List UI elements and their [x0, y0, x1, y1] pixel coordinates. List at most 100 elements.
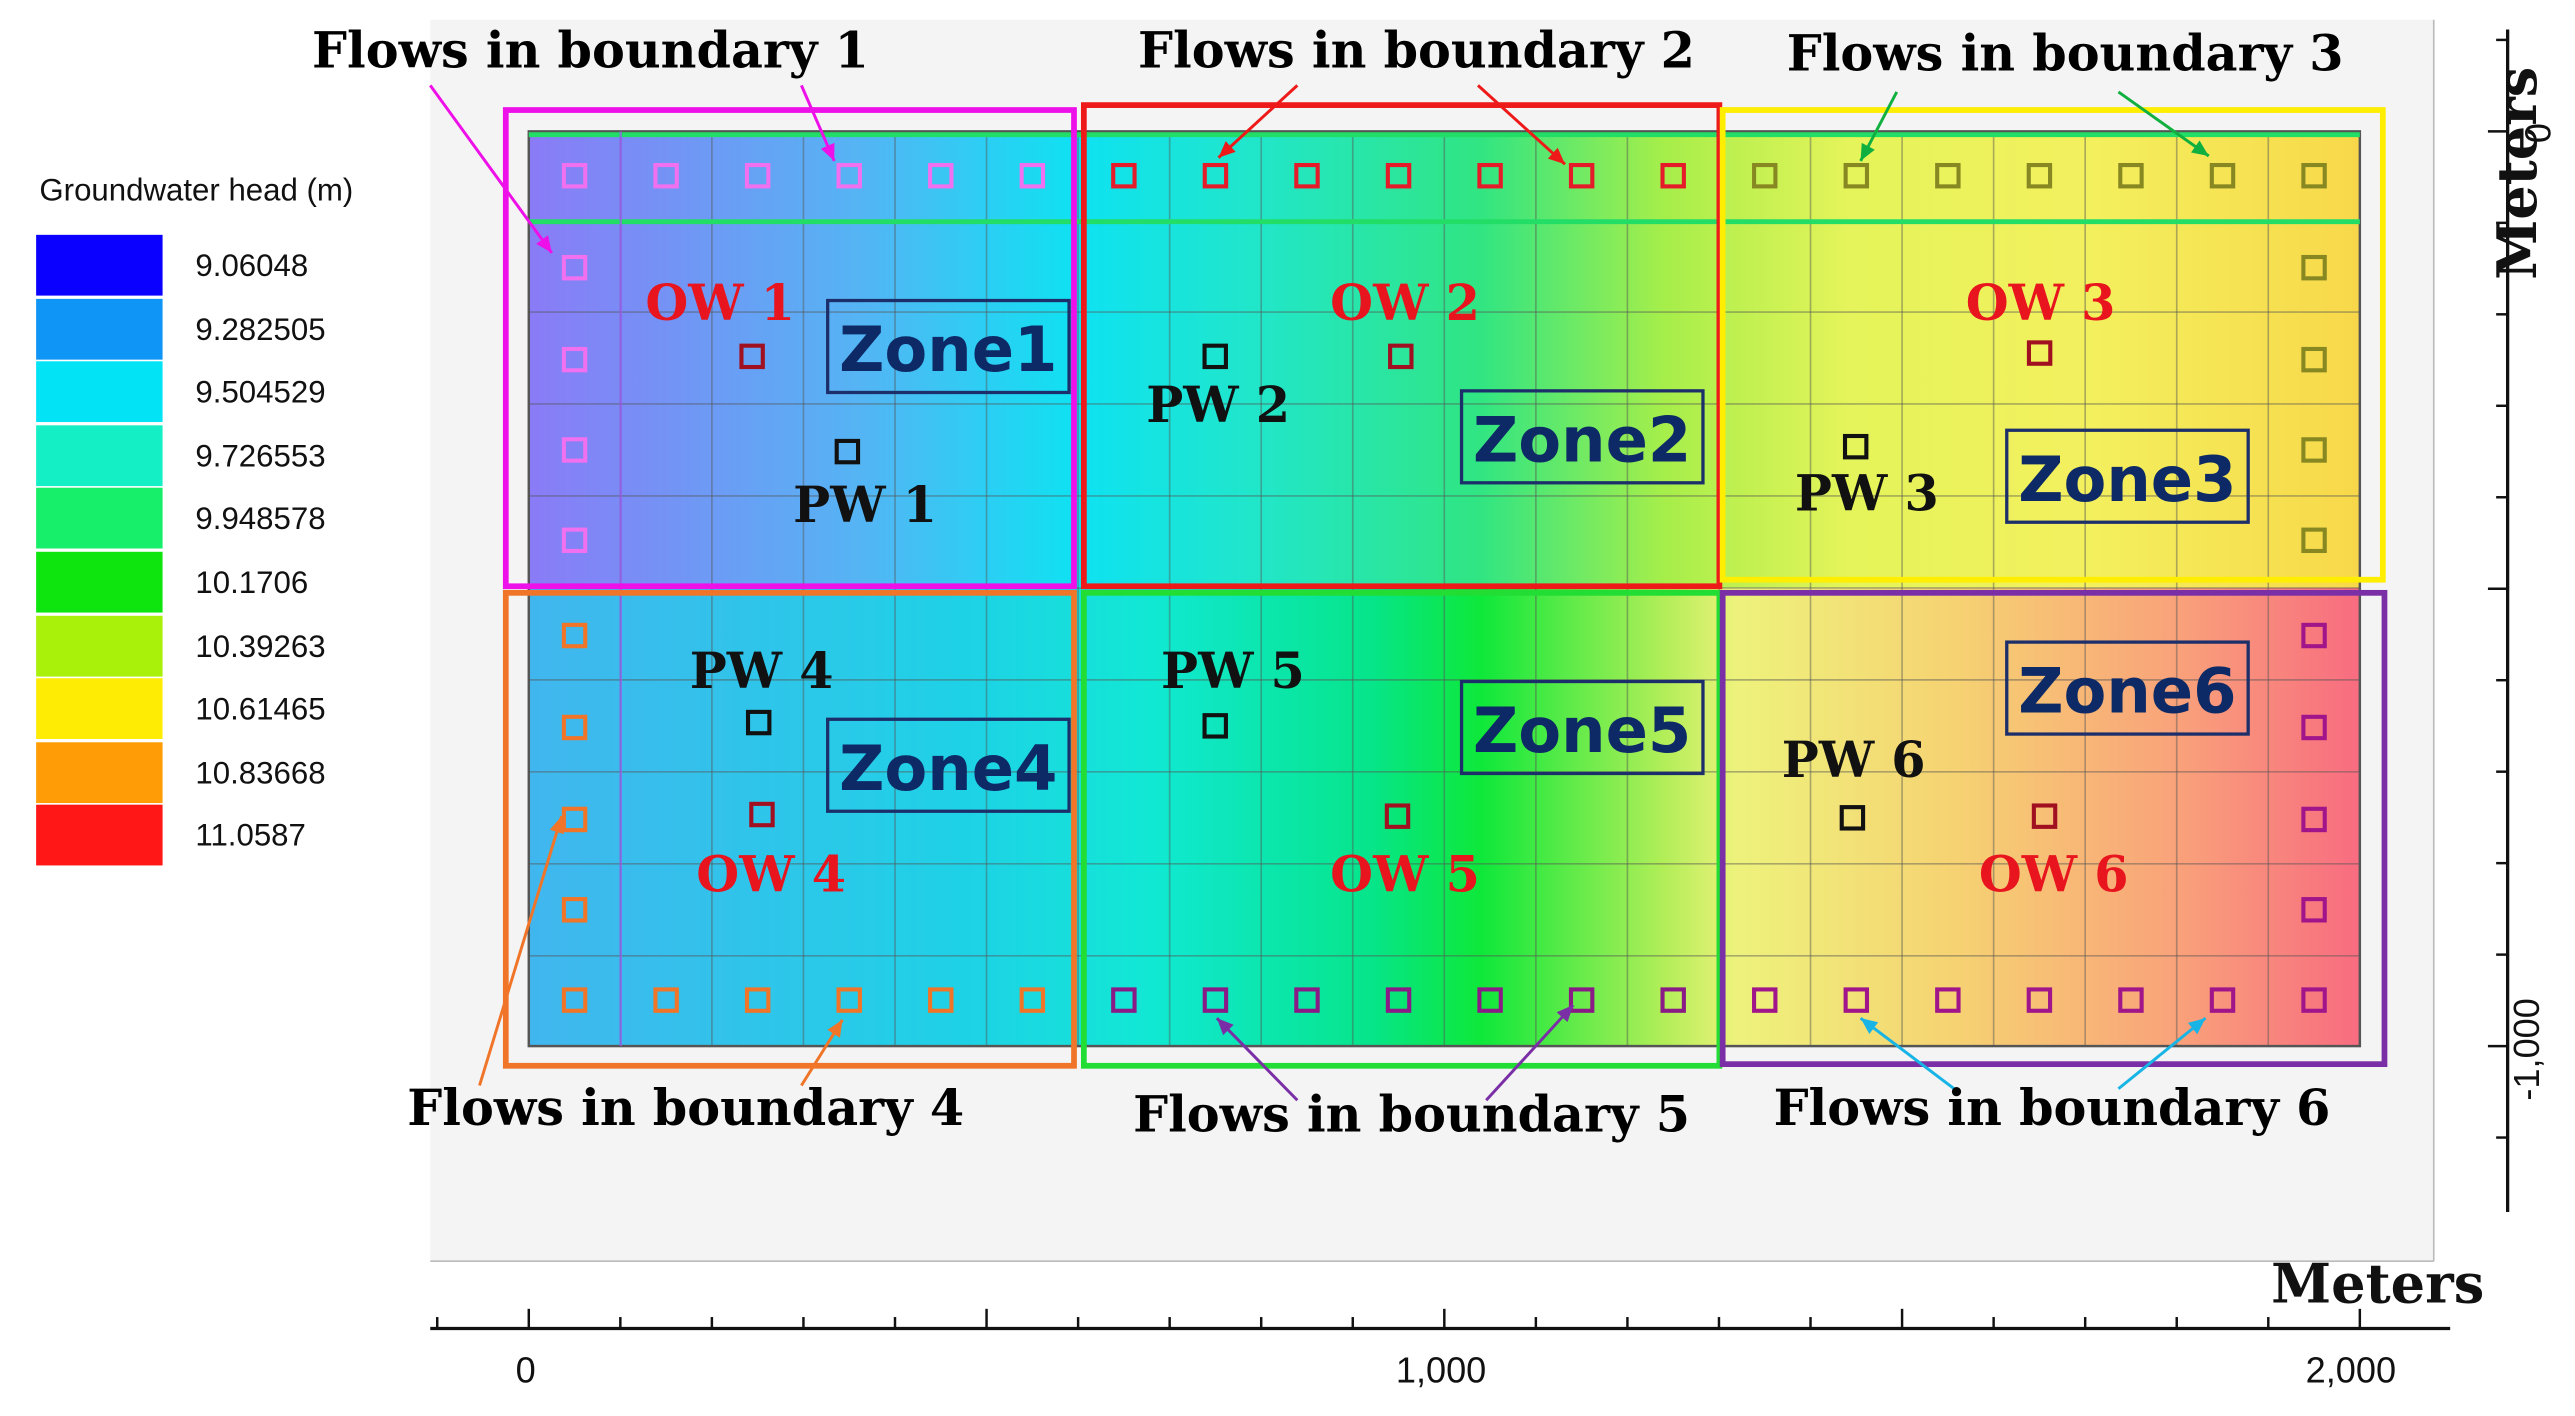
flow-cell: [836, 987, 862, 1013]
flow-cell: [2118, 162, 2144, 189]
zone-5-label: Zone5: [1459, 679, 1705, 776]
boundary-1-label: Flows in boundary 1: [312, 22, 869, 81]
flow-cell: [2301, 622, 2327, 649]
legend-item: 10.83668: [36, 741, 430, 804]
legend-label: 10.83668: [195, 756, 326, 792]
flow-cell: [1111, 987, 1137, 1013]
callout-arrowhead: [1218, 141, 1236, 158]
legend-swatch: [36, 551, 163, 613]
zone-boundary-3: [1719, 107, 2386, 583]
pumping-well-3: [1842, 433, 1869, 460]
y-axis-title: Meters: [2485, 66, 2550, 280]
legend-label: 10.61465: [195, 693, 326, 728]
flow-cell: [2301, 254, 2327, 281]
pumping-well-5: [1202, 713, 1228, 739]
legend-swatch: [36, 361, 163, 423]
boundary-6-label: Flows in boundary 6: [1773, 1080, 2331, 1139]
callout-arrowhead: [1547, 147, 1566, 165]
callout-arrow: [1859, 1016, 1956, 1090]
flow-cell: [561, 806, 588, 833]
legend-item: 11.0587: [36, 805, 430, 867]
callout-arrow: [1485, 1004, 1575, 1102]
legend-label: 10.39263: [195, 629, 326, 665]
flow-cell: [1660, 162, 1686, 189]
flow-cell: [1935, 987, 1961, 1013]
flow-cell: [2118, 987, 2144, 1013]
x-tick-2000: 2,000: [2305, 1349, 2397, 1391]
callout-arrowhead: [827, 1019, 843, 1038]
legend-item: 9.282505: [36, 298, 430, 360]
flow-cell: [928, 162, 954, 189]
pw-2-label: PW 2: [1146, 377, 1291, 436]
legend-swatch: [36, 615, 163, 676]
observation-well-1: [739, 343, 765, 370]
legend-swatch: [36, 298, 163, 359]
flow-cell: [1843, 162, 1870, 189]
flow-cell: [653, 987, 679, 1013]
zone-boundary-6: [1719, 589, 2388, 1068]
boundary-4-label: Flows in boundary 4: [407, 1080, 965, 1139]
callout-arrowhead: [1216, 1018, 1234, 1036]
zone-3-label: Zone3: [2005, 428, 2250, 524]
legend-label: 9.726553: [195, 439, 326, 475]
legend-label: 9.06048: [195, 249, 309, 285]
callout-arrowhead: [536, 235, 552, 253]
pw-6-label: PW 6: [1781, 732, 1926, 790]
callout-arrow: [1217, 84, 1299, 159]
legend-label: 11.0587: [195, 820, 306, 855]
flow-cell: [1843, 987, 1870, 1013]
callout-arrow: [478, 815, 564, 1086]
observation-well-4: [749, 801, 775, 828]
flow-cell: [2301, 527, 2327, 554]
flow-cell: [561, 346, 588, 373]
legend-swatch: [36, 424, 163, 486]
zone-boundary-5: [1080, 589, 1723, 1069]
flow-cell: [1935, 162, 1961, 189]
flow-cell: [2026, 162, 2053, 189]
flow-cell: [2301, 897, 2327, 923]
flow-cell: [1385, 162, 1412, 189]
x-tick-0: 0: [515, 1349, 536, 1391]
flow-cell: [1477, 987, 1503, 1013]
callout-arrowhead: [2188, 1018, 2206, 1035]
observation-well-5: [1384, 803, 1411, 829]
legend-label: 10.1706: [195, 566, 309, 602]
flow-cell: [1111, 162, 1137, 189]
legend-item: 9.948578: [36, 488, 430, 550]
flow-cell: [561, 527, 588, 554]
observation-well-6: [2031, 803, 2058, 829]
ow-5-label: OW 5: [1330, 847, 1480, 905]
flow-cell: [2209, 162, 2236, 189]
pumping-well-4: [745, 709, 772, 736]
head-field-top: [528, 131, 2360, 588]
flow-cell: [2301, 162, 2327, 189]
flow-cell: [1019, 987, 1046, 1013]
flow-cell: [1752, 987, 1778, 1013]
callout-arrowhead: [820, 142, 835, 161]
observation-well-2: [1388, 343, 1414, 370]
legend-item: 9.504529: [36, 361, 430, 424]
flow-cell: [561, 162, 588, 189]
flow-cell: [1568, 162, 1595, 189]
flow-cell: [561, 897, 588, 923]
flow-cell: [2301, 437, 2327, 463]
legend-item: 9.06048: [36, 234, 430, 297]
pw-5-label: PW 5: [1161, 643, 1305, 702]
legend-swatch: [36, 678, 163, 740]
callout-arrow: [2117, 1017, 2207, 1090]
flow-cell: [2301, 806, 2327, 833]
flow-cell: [1294, 162, 1320, 189]
x-axis-title: Meters: [2271, 1251, 2485, 1316]
legend-swatch: [36, 741, 163, 803]
flow-cell: [1752, 162, 1778, 189]
zone-boundary-2: [1080, 102, 1723, 590]
callout-arrowhead: [1556, 1005, 1574, 1023]
pumping-well-6: [1839, 805, 1866, 831]
flow-cell: [561, 437, 588, 463]
legend-label: 9.282505: [195, 312, 326, 348]
pumping-well-1: [834, 438, 861, 465]
flow-cell: [836, 162, 862, 189]
flow-cell: [1568, 987, 1595, 1013]
